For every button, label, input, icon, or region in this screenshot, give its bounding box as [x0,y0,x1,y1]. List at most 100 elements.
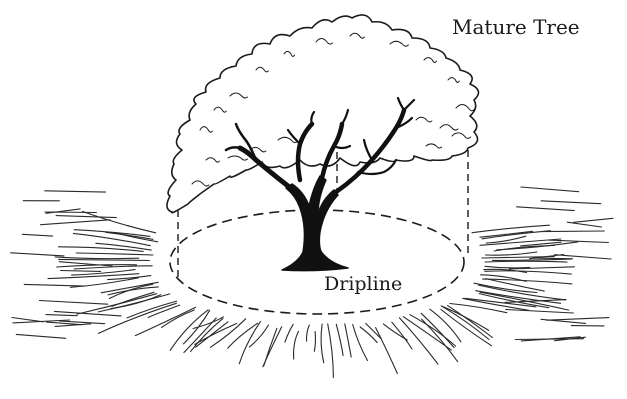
ground-stroke [421,318,459,363]
dripline-label: Dripline [324,273,402,295]
tree-trunk [281,175,349,272]
ground-stroke [508,266,575,270]
ground-stroke [420,312,455,349]
ground-stroke [484,265,531,269]
ground-stroke [442,305,490,331]
canopy-scribble [389,40,409,47]
canopy-scribble [455,104,476,112]
ground-stroke [484,270,572,275]
ground-stroke [97,302,177,334]
tree-branches [224,96,416,195]
ground-stroke [71,269,136,276]
ground-stroke [110,294,162,310]
ground-stroke [100,281,159,294]
canopy-scribble [213,106,227,113]
ground-stroke [484,260,568,263]
ground-stroke [493,244,555,252]
ground-stroke [473,282,538,294]
ground-stroke [540,318,587,324]
canopy-scribble [277,136,299,144]
ground-stroke [53,310,122,317]
ground-stroke [81,210,157,234]
ground-stroke [284,323,294,343]
ground-stroke [38,299,109,305]
ground-stroke [320,323,325,364]
ground-stroke [327,323,334,379]
ground-stroke [209,318,247,348]
ground-stroke [313,331,317,352]
canopy-scribble [349,32,365,39]
ground-stroke [352,323,369,362]
ground-stroke [344,323,352,358]
ground-stroke [479,238,562,246]
trunk-base [281,245,349,272]
ground-stroke [73,229,151,237]
canopy-scribble [425,143,443,149]
ground-stroke [58,258,150,262]
canopy-scribble [191,180,210,187]
ground-stroke [477,284,567,301]
ground-stroke [126,300,178,319]
ground-stroke [11,316,44,323]
ground-stroke [238,321,262,365]
ground-stroke [160,309,195,328]
canopy-scribble [315,38,333,45]
ground-stroke [45,314,78,317]
ground-stroke [573,217,614,223]
ground-stroke [546,317,610,321]
ground-stroke [134,306,197,337]
ground-stroke [391,321,413,350]
ground-stroke [464,297,537,308]
ground-stroke [15,333,67,339]
ground-stroke [471,224,550,234]
ground-stroke [440,308,493,347]
ground-stroke [55,215,117,219]
ground-stroke [409,314,457,347]
ground-stroke [21,233,54,237]
ground-stroke [227,322,259,349]
ground-stroke [335,323,344,356]
trunk-main [285,175,339,255]
ground-stroke [75,252,154,256]
canopy-scribble [447,77,460,83]
ground-stroke [183,317,217,354]
ground-stroke [449,302,508,314]
ground-stroke [398,317,439,365]
dripline-circle [169,209,465,315]
ground-stroke [505,308,574,314]
ground-stroke [429,308,462,343]
ground-stroke [440,305,490,341]
ground-stroke [45,321,83,326]
ground-stroke [402,316,452,351]
ground-stroke [485,235,527,244]
ground-stroke [54,256,140,260]
ground-stroke [169,309,209,351]
ground-stroke [248,324,269,348]
mature-tree-label: Mature Tree [452,15,580,39]
ground-stroke [554,336,586,342]
ground-stroke [58,261,113,267]
ground-stroke [365,322,382,340]
branch-right-small [356,158,398,176]
ground-stroke [72,232,151,247]
ground-stroke [23,283,86,287]
ground-stroke [105,231,154,240]
ground-stroke [446,304,493,339]
branch-left-twig [224,122,258,162]
canopy-scribble [227,155,248,161]
ground-stroke [40,219,111,226]
ground-stroke [54,323,92,327]
ground-stroke [44,190,107,193]
ground-stroke [516,206,575,212]
canopy-scribble [451,132,472,139]
ground-stroke [481,230,551,240]
branch-right-twig [362,96,416,162]
ground-stroke [10,252,65,257]
ground-stroke [482,278,573,285]
ground-stroke [483,268,528,274]
ground-stroke [375,327,398,375]
canopy-scribble [229,92,249,99]
ground-stroke [60,269,102,272]
ground-stroke [520,241,562,247]
